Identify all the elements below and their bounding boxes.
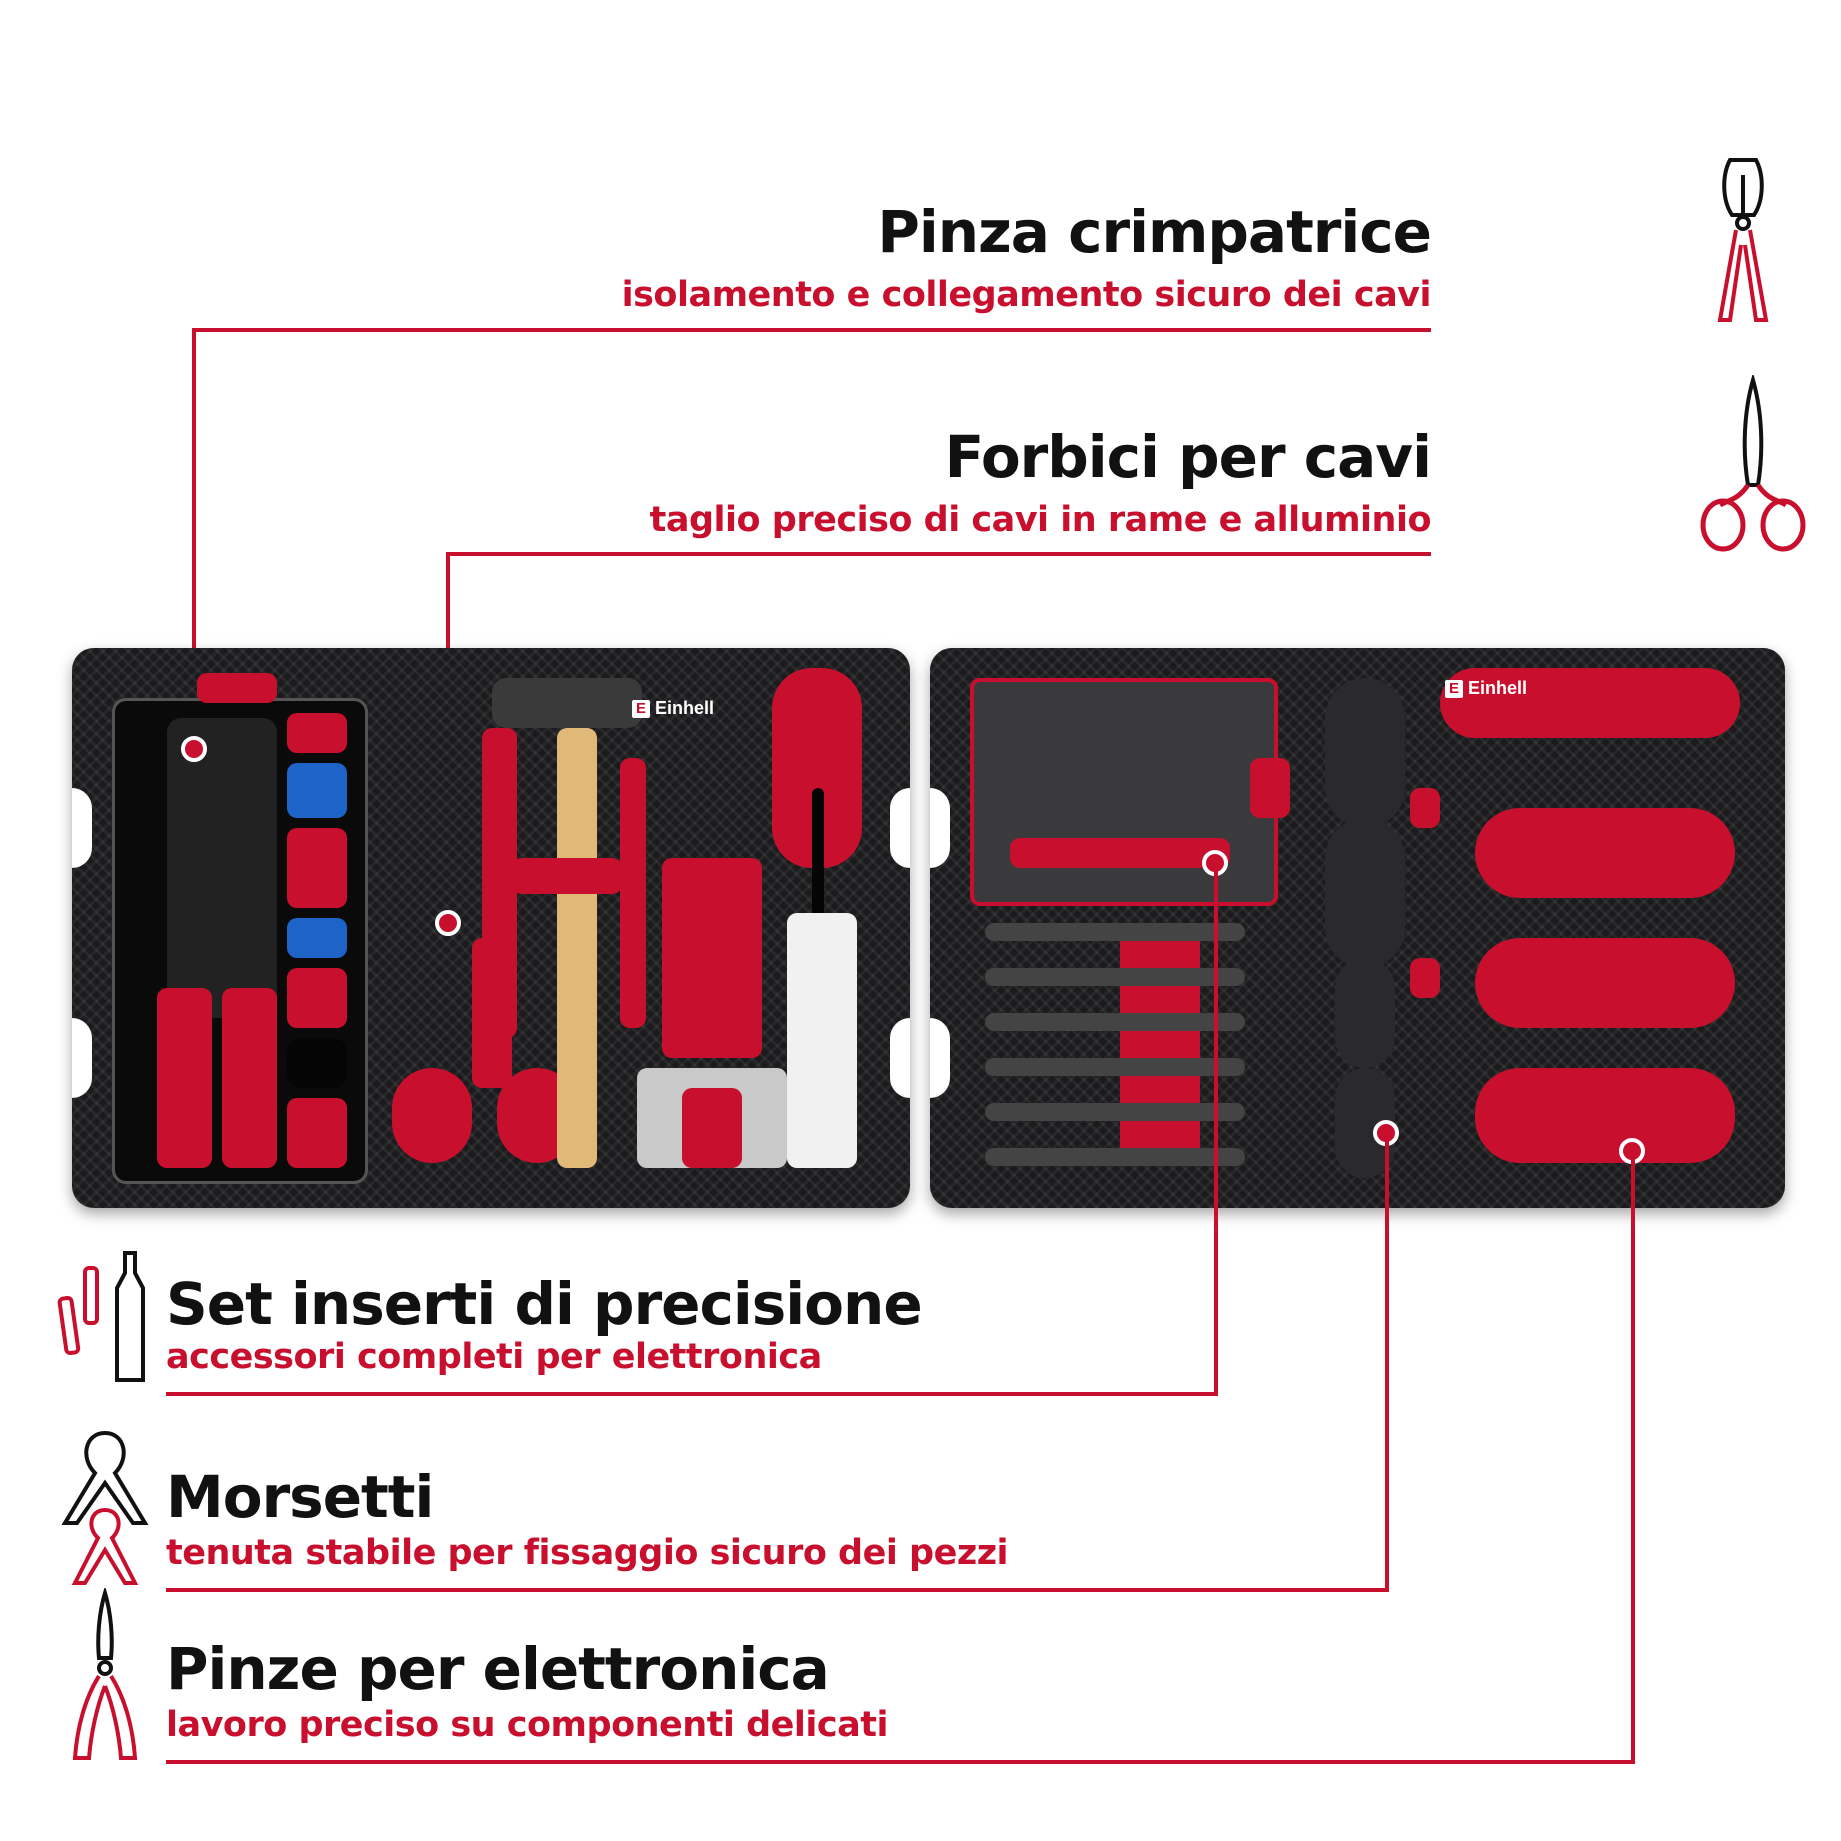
marker [620,758,646,1028]
pliers-leader [1631,1152,1635,1764]
bits-underline [166,1392,1218,1396]
wire-brush [482,728,517,1038]
long-nose-pliers [1440,668,1740,738]
crimper-grip [157,988,212,1168]
crimper-grip [222,988,277,1168]
pliers-pair [1475,938,1735,1028]
spring-clamp-icon [61,1430,149,1585]
heat-shrink-black [287,1038,347,1088]
spring-clamp [1335,958,1395,1068]
clamps-subtitle: tenuta stabile per fissaggio sicuro dei … [166,1533,1009,1573]
hammer-handle [557,728,597,1168]
heat-shrink [287,1098,347,1168]
scissors-title: Forbici per cavi [944,423,1432,491]
foam-red-strip [1120,928,1200,1158]
terminals-red [287,828,347,908]
terminals-blue [287,918,347,958]
bits-leader [1214,862,1218,1396]
pliers-underline [166,1760,1635,1764]
pliers-subtitle: lavoro preciso su componenti delicati [166,1705,889,1745]
scissors-handle [392,1068,472,1163]
foam-red-bar [512,858,622,894]
spring-clamp [1325,678,1405,828]
precision-screwdriver [1010,838,1230,868]
tray-notch [72,788,92,868]
hammer-head [492,678,642,728]
terminals-blue [287,763,347,818]
bits-title: Set inserti di precisione [166,1270,923,1338]
clamp-seat [1410,788,1440,828]
tray-notch [890,788,910,868]
crimp-subtitle: isolamento e collegamento sicuro dei cav… [621,275,1432,315]
pliers-title: Pinze per elettronica [166,1635,830,1703]
clamps-leader [1385,1136,1389,1592]
tray-notch [930,1018,950,1098]
spring-clamp [1325,818,1405,968]
terminals-red [287,713,347,753]
tool-row [985,1103,1245,1121]
tool-row [985,923,1245,941]
pliers-pair [1475,808,1735,898]
crimp-underline [192,328,1431,332]
electronics-pliers-icon [72,1588,138,1760]
clamp-seat [1410,958,1440,998]
tray-notch [930,788,950,868]
precision-bits-icon [57,1251,145,1382]
crimp-marker-dot [181,736,207,762]
folding-rule [787,913,857,1168]
tool-row [985,1058,1245,1076]
tool-row [985,1148,1245,1166]
bits-subtitle: accessori completi per elettronica [166,1337,822,1377]
bit-case [970,678,1278,906]
case-hinge [1250,758,1290,818]
crimper-body [167,718,277,1018]
clamps-title: Morsetti [166,1463,434,1531]
hex-keys-holder [682,1088,742,1168]
tray-notch [72,1018,92,1098]
scissors-marker-dot [435,910,461,936]
heat-shrink [287,968,347,1028]
box-red-tab [197,673,277,703]
tray-notch [890,1018,910,1098]
tool-row [985,1013,1245,1031]
cable-scissors-icon [1700,375,1806,552]
clamps-underline [166,1588,1389,1592]
crimp-leader [192,328,196,748]
tool-row [985,968,1245,986]
pliers-pair [1475,1068,1735,1163]
crimp-title: Pinza crimpatrice [877,198,1432,266]
spirit-level [662,858,762,1058]
crimping-pliers-icon [1717,158,1769,322]
scissors-underline [446,552,1431,556]
scissors-subtitle: taglio preciso di cavi in rame e allumin… [649,500,1432,540]
